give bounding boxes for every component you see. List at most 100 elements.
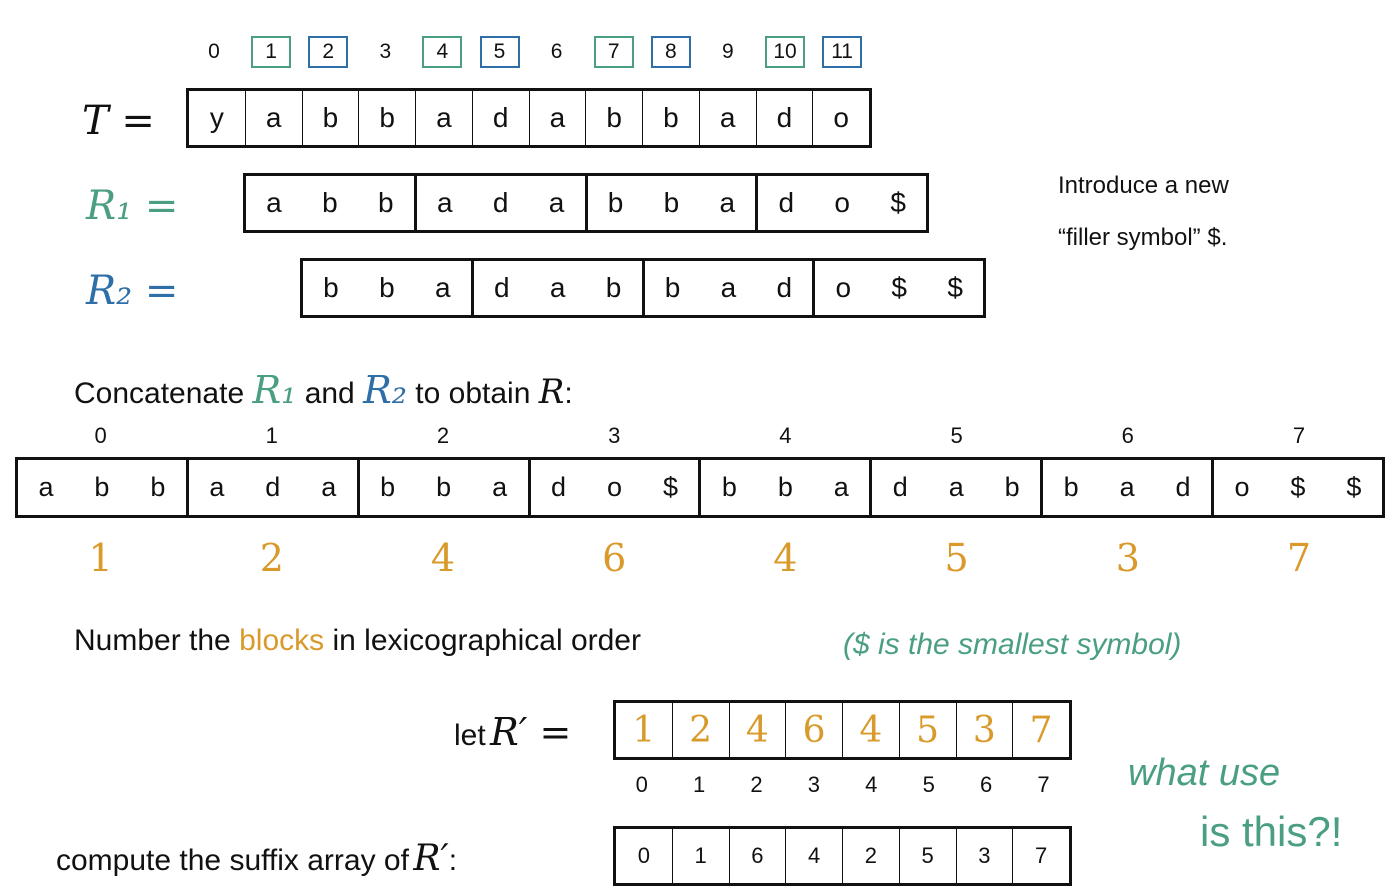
let-text: let — [454, 719, 486, 752]
r-block-index-0: 0 — [94, 423, 107, 448]
rprime-index-7: 7 — [1037, 772, 1050, 797]
suffix-colon: : — [448, 844, 458, 877]
r1-cell-0: a — [266, 187, 282, 218]
t-cell-4: a — [415, 91, 472, 145]
r2-cell-5: b — [605, 272, 622, 303]
number-post: in lexicographical order — [332, 624, 641, 657]
suffix-array-cell-6: 3 — [955, 829, 1013, 883]
r-cell-10: o — [606, 472, 623, 502]
smallest-symbol-note: ($ is the smallest symbol) — [843, 628, 1182, 661]
r2-cell-1: b — [379, 272, 395, 303]
rprime-symbol: R′ = — [490, 710, 572, 754]
t-index-5: 5 — [479, 36, 520, 68]
r-block-index-1: 1 — [265, 423, 278, 448]
rprime-cell-2: 4 — [728, 703, 786, 757]
what-use-line1: what use — [1128, 752, 1281, 794]
r-cell-1: b — [94, 472, 110, 502]
r1-cell-6: b — [584, 176, 644, 230]
r2-cell-0: b — [323, 272, 339, 303]
r1-label: R₁ = — [86, 183, 179, 229]
r1-cell-8: a — [719, 187, 736, 218]
r-cell-14: a — [833, 472, 849, 502]
t-index-9: 9 — [722, 40, 734, 63]
t-index-8: 8 — [650, 36, 691, 68]
r-cell-4: d — [265, 472, 281, 502]
t-index-1: 1 — [251, 36, 292, 68]
suffix-text: compute the suffix array of — [56, 844, 409, 877]
r-cell-18: b — [1040, 460, 1099, 515]
r-block-index-3: 3 — [608, 423, 621, 448]
rprime-cell-1: 2 — [671, 703, 729, 757]
r-cell-17: b — [1004, 472, 1020, 502]
rprime-index-1: 1 — [692, 772, 706, 797]
rprime-cell-6: 3 — [955, 703, 1013, 757]
r1-cell-10: o — [834, 187, 850, 218]
suffix-rprime-symbol: R′ — [413, 838, 449, 879]
t-cell-1: a — [244, 91, 302, 145]
concat-post: to obtain — [415, 377, 531, 410]
t-cell-9: a — [698, 91, 756, 145]
r-cell-22: $ — [1290, 472, 1306, 502]
t-index-6: 6 — [550, 40, 563, 63]
r-cell-9: d — [527, 460, 587, 515]
r-cell-23: $ — [1346, 472, 1362, 502]
suffix-array-cell-2: 6 — [728, 829, 786, 883]
r1-cell-5: a — [548, 187, 565, 218]
r-cell-13: b — [777, 472, 793, 502]
r-cell-3: a — [185, 460, 245, 515]
r-cell-5: a — [321, 472, 337, 502]
r-cell-15: d — [869, 460, 928, 515]
r2-cell-11: $ — [947, 272, 963, 303]
t-index-7: 7 — [593, 36, 634, 68]
concat-mid: and — [304, 377, 355, 410]
rprime-cell-4: 4 — [842, 703, 899, 757]
t-cell-11: o — [812, 91, 869, 145]
r-cell-7: b — [436, 472, 452, 502]
concat-r1: R₁ — [252, 368, 297, 412]
r-cell-0: a — [38, 472, 54, 502]
rprime-index-0: 0 — [635, 772, 648, 797]
concat-r2: R₂ — [363, 368, 407, 412]
t-index-10: 10 — [765, 36, 805, 68]
r-cell-19: a — [1119, 472, 1135, 502]
rprime-cell-5: 5 — [898, 703, 956, 757]
suffix-array-cell-7: 7 — [1012, 829, 1069, 883]
t-index-4: 4 — [422, 36, 463, 68]
r-cell-16: a — [948, 472, 964, 502]
r-cell-6: b — [356, 460, 416, 515]
r1-cell-1: b — [322, 187, 338, 218]
rprime-index-5: 5 — [922, 772, 935, 797]
rprime-index-2: 2 — [750, 772, 763, 797]
r1-cell-4: d — [492, 187, 509, 218]
t-cell-0: y — [209, 102, 224, 133]
r-block-index-4: 4 — [779, 423, 792, 448]
r-cell-11: $ — [662, 472, 678, 502]
t-index-0: 0 — [208, 40, 220, 63]
concat-colon: : — [564, 377, 573, 410]
what-use-line2: is this?! — [1200, 808, 1343, 855]
concatenate-sentence: Concatenate R₁ and R₂ to obtain R: — [74, 368, 573, 412]
t-cell-5: d — [471, 91, 529, 145]
r2-cell-3: d — [470, 261, 530, 315]
t-cell-8: b — [642, 91, 699, 145]
concat-pre: Concatenate — [74, 377, 245, 410]
block-rank-1: 2 — [259, 536, 284, 580]
rprime-cell-3: 6 — [785, 703, 842, 757]
r2-cell-6: b — [641, 261, 701, 315]
rprime-index-6: 6 — [979, 772, 993, 797]
block-rank-6: 3 — [1115, 536, 1140, 580]
r2-cell-7: a — [720, 272, 737, 303]
t-index-11: 11 — [822, 36, 863, 68]
number-highlight-blocks: blocks — [239, 624, 325, 657]
r1-cell-2: b — [378, 187, 394, 218]
r-cell-12: b — [698, 460, 757, 515]
r-cell-2: b — [150, 472, 166, 502]
rprime-index-3: 3 — [807, 772, 821, 797]
r1-cell-11: $ — [890, 187, 906, 218]
r-block-index-2: 2 — [436, 423, 450, 448]
